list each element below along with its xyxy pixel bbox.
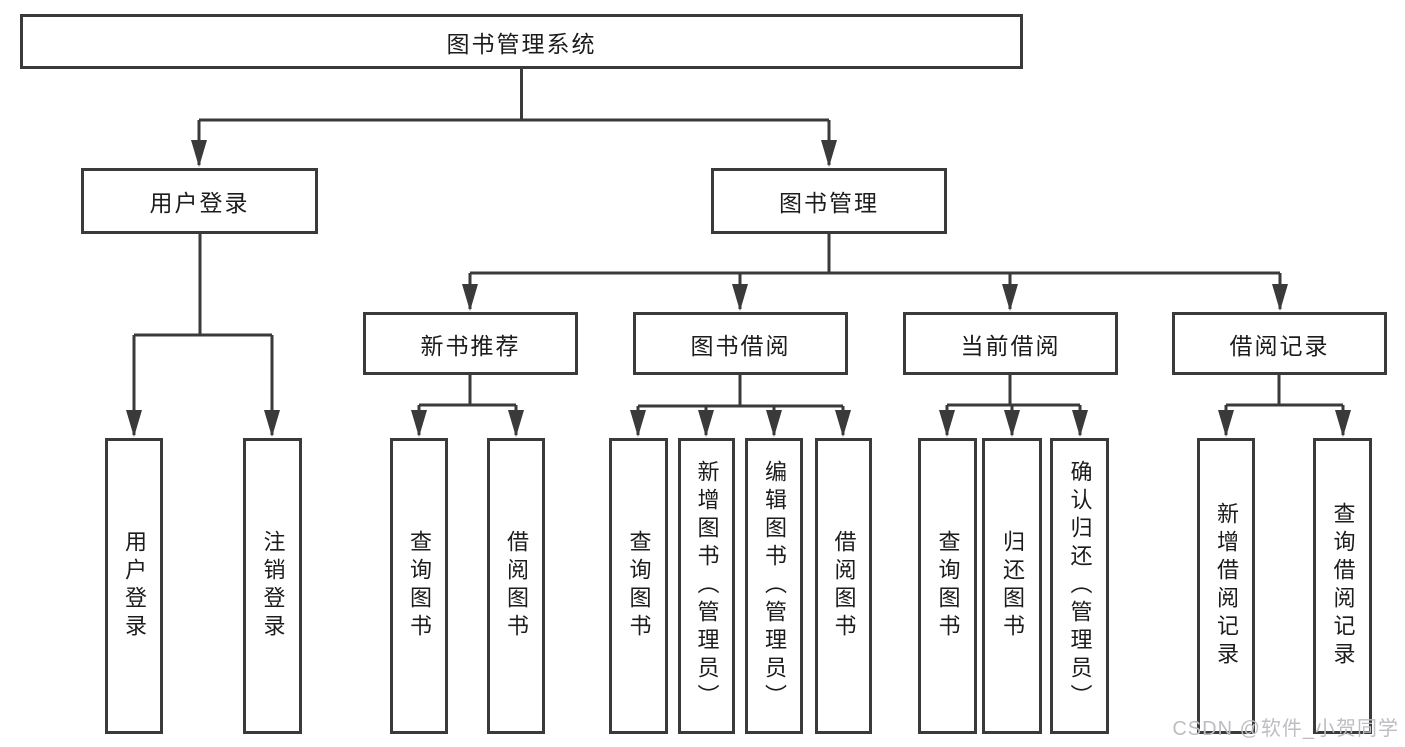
leaf-logout: 注销登录: [243, 438, 302, 734]
node-book-borrowing: 图书借阅: [633, 312, 848, 375]
connector-borrow-records-children: [1218, 375, 1351, 437]
node-user-login: 用户登录: [81, 168, 318, 234]
leaf-add-book-admin: 新增图书（管理员）: [678, 438, 735, 734]
leaf-add-borrow-record: 新增借阅记录: [1197, 438, 1255, 734]
connector-root-to-level2: [191, 69, 837, 167]
connector-current-borrow-children: [939, 375, 1088, 437]
node-book-management: 图书管理: [711, 168, 947, 234]
watermark: CSDN @软件_小贺同学: [1172, 718, 1399, 740]
leaf-query-borrow-record: 查询借阅记录: [1313, 438, 1372, 734]
leaf-query-books: 查询图书: [918, 438, 977, 734]
connector-book-management-children: [462, 234, 1288, 311]
connector-new-book-children: [411, 375, 524, 437]
node-library-system: 图书管理系统: [20, 14, 1023, 69]
leaf-borrow-books: 借阅图书: [487, 438, 545, 734]
connector-book-borrow-children: [630, 375, 851, 437]
node-new-book-recommendation: 新书推荐: [363, 312, 578, 375]
leaf-edit-book-admin: 编辑图书（管理员）: [745, 438, 803, 734]
node-current-borrowing: 当前借阅: [903, 312, 1118, 375]
leaf-user-login: 用户登录: [105, 438, 163, 734]
leaf-borrow-books: 借阅图书: [815, 438, 872, 734]
leaf-query-books: 查询图书: [390, 438, 448, 734]
leaf-confirm-return-admin: 确认归还（管理员）: [1050, 438, 1109, 734]
leaf-return-books: 归还图书: [982, 438, 1042, 734]
connector-user-login-children: [126, 234, 280, 437]
leaf-query-books: 查询图书: [609, 438, 668, 734]
node-borrowing-records: 借阅记录: [1172, 312, 1387, 375]
